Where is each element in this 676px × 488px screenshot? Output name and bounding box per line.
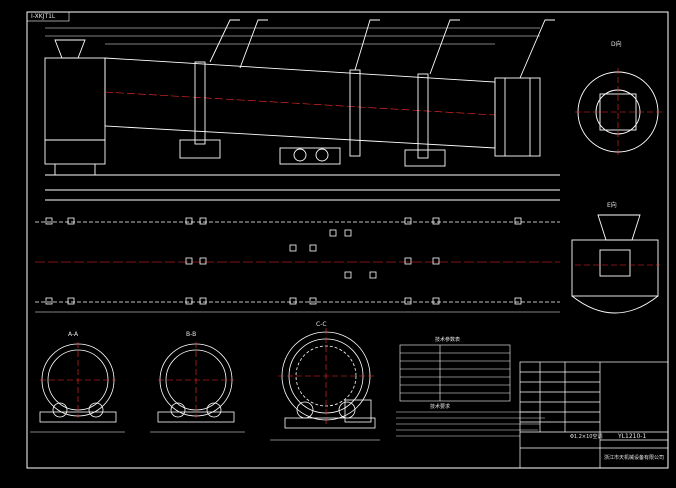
riding-ring-1: [194, 61, 206, 145]
outlet-hood: [494, 77, 541, 157]
riding-ring-3: [417, 73, 429, 159]
anchor-bolts: [45, 217, 522, 305]
drum-centerline: [104, 91, 496, 116]
section-b-b: [150, 342, 245, 433]
section-c-c: [270, 328, 380, 441]
section-c-label: C-C: [316, 321, 327, 328]
technical-notes: [396, 411, 545, 437]
section-b-label: B-B: [186, 331, 197, 338]
drawing-border: [26, 11, 669, 469]
support-2: [404, 149, 446, 167]
title-block-drawing-no: YL1210-1: [618, 433, 647, 440]
dryer-drum: [104, 57, 496, 149]
support-drive: [279, 147, 341, 165]
section-a-a: [30, 342, 125, 433]
title-block-name: Φ1.2×10空调: [570, 434, 603, 440]
inlet-box: [44, 57, 106, 165]
parameter-table-heading: 技术参数表: [435, 337, 461, 343]
view-d-label: D向: [611, 41, 622, 48]
end-view-e-hopper: [597, 214, 641, 241]
riding-ring-2: [349, 69, 361, 157]
parameter-table: [399, 344, 511, 402]
main-elevation-view: [44, 19, 560, 201]
view-e-label: E向: [607, 202, 617, 209]
title-block: [519, 361, 669, 469]
top-left-tag-box: [26, 11, 70, 22]
section-a-label: A-A: [68, 331, 79, 338]
inlet-hopper: [54, 39, 86, 59]
title-block-company: 浙江市天机械设备有限公司: [604, 455, 665, 461]
pinion-2: [315, 148, 329, 162]
top-left-tag: I-XKJT1L: [31, 13, 56, 20]
end-view-d: [575, 68, 662, 158]
technical-notes-heading: 技术要求: [430, 404, 451, 410]
end-view-e: [571, 214, 660, 314]
foundation-plan: [35, 217, 560, 313]
pinion-1: [293, 148, 307, 162]
support-1: [179, 139, 221, 159]
